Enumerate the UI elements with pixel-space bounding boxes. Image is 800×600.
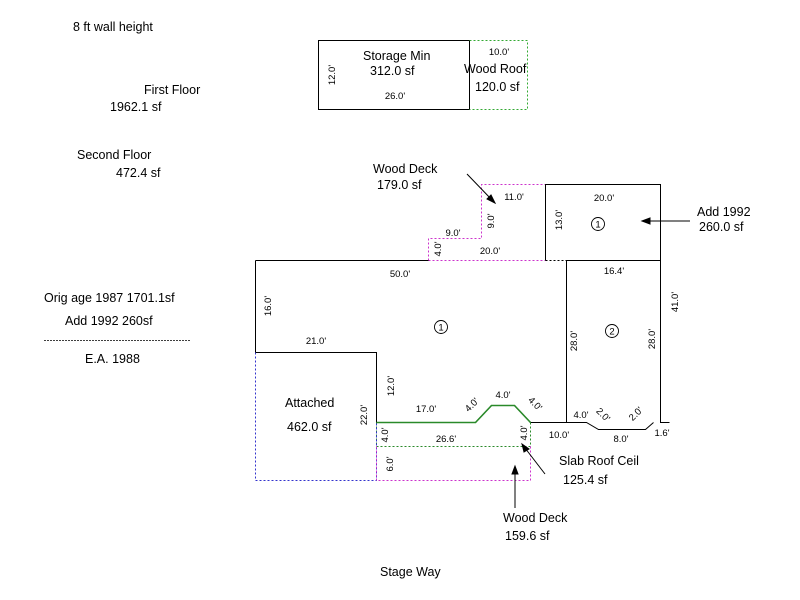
storage-area: 312.0 sf — [370, 64, 415, 78]
slab-roof-name: Slab Roof Ceil — [559, 454, 639, 468]
dim-second-right: 28.0' — [647, 329, 658, 349]
add-1992-name: Add 1992 — [697, 205, 751, 219]
dim-notch-w: 8.0' — [613, 434, 628, 445]
dim-attached-side: 22.0' — [359, 405, 370, 425]
dim-main-top: 50.0' — [390, 269, 410, 280]
dim-deck-step-w: 9.0' — [445, 228, 460, 239]
dim-bump-right: 4.0' — [526, 395, 545, 414]
dim-deck-bottom-side: 6.0' — [385, 456, 396, 471]
dim-roof-width: 10.0' — [489, 47, 509, 58]
dim-right-side: 41.0' — [670, 292, 681, 312]
add-1992-outline — [545, 184, 661, 261]
dim-notch-end: 1.6' — [654, 428, 669, 439]
add-1992-area: 260.0 sf — [699, 220, 744, 234]
dim-deck-bottom: 20.0' — [480, 246, 500, 257]
dim-second-top: 16.4' — [604, 266, 624, 277]
dim-add-top: 20.0' — [594, 193, 614, 204]
wood-deck-top-outline — [428, 184, 546, 261]
orig-age-note: Orig age 1987 1701.1sf — [44, 291, 175, 305]
wall-height-note: 8 ft wall height — [73, 20, 153, 34]
leader-arrows — [466, 173, 690, 508]
dim-bottom-run: 17.0' — [416, 404, 436, 415]
dim-bottom-b: 4.0' — [573, 410, 588, 421]
marker-circle-main — [434, 320, 448, 334]
dim-storage-height: 12.0' — [327, 65, 338, 85]
first-floor-area: 1962.1 sf — [110, 100, 162, 114]
dim-deck-step-h: 4.0' — [433, 241, 444, 256]
dim-bump-top: 4.0' — [495, 390, 510, 401]
wood-roof-outline — [469, 40, 528, 110]
dim-second-left: 28.0' — [569, 331, 580, 351]
wood-deck-bottom-name: Wood Deck — [503, 511, 568, 525]
dim-main-step: 21.0' — [306, 336, 326, 347]
street-name: Stage Way — [380, 565, 441, 579]
attached-area: 462.0 sf — [287, 420, 332, 434]
second-floor-area: 472.4 sf — [116, 166, 161, 180]
marker-second: 2 — [609, 327, 614, 338]
dim-main-left: 16.0' — [263, 296, 274, 316]
dim-add-side: 13.0' — [554, 210, 565, 230]
dim-bottom-a: 10.0' — [549, 430, 569, 441]
dim-slab-width: 26.6' — [436, 434, 456, 445]
dim-storage-width: 26.0' — [385, 91, 405, 102]
storage-outline — [318, 40, 470, 110]
slab-roof-area: 125.4 sf — [563, 473, 608, 487]
dim-deck-side: 9.0' — [486, 213, 497, 228]
dim-slab-left: 4.0' — [380, 427, 391, 442]
marker-add: 1 — [595, 220, 600, 231]
wood-deck-bottom-area: 159.6 sf — [505, 529, 550, 543]
effective-age-note: E.A. 1988 — [85, 352, 140, 366]
wood-deck-top-area: 179.0 sf — [377, 178, 422, 192]
slab-roof-outline — [376, 404, 532, 424]
dim-slab-right: 4.0' — [519, 425, 530, 440]
dim-notch-r: 2.0' — [627, 405, 646, 424]
wood-roof-area: 120.0 sf — [475, 80, 520, 94]
wood-roof-name: Wood Roof — [464, 62, 527, 76]
storage-name: Storage Min — [363, 49, 430, 63]
marker-circle-second — [605, 324, 619, 338]
dim-notch-l: 2.0' — [594, 406, 613, 425]
marker-circle-add — [591, 217, 605, 231]
wood-deck-bottom-outline — [376, 446, 531, 481]
dim-main-inner: 12.0' — [386, 376, 397, 396]
marker-main: 1 — [438, 323, 443, 334]
add-note: Add 1992 260sf — [65, 314, 153, 328]
dim-bump-left: 4.0' — [463, 396, 482, 415]
first-floor-label: First Floor — [144, 83, 200, 97]
second-floor-label: Second Floor — [77, 148, 151, 162]
slab-roof-lower — [376, 422, 531, 447]
attached-name: Attached — [285, 396, 334, 410]
wood-deck-top-name: Wood Deck — [373, 162, 438, 176]
dim-deck-top: 11.0' — [504, 192, 524, 203]
